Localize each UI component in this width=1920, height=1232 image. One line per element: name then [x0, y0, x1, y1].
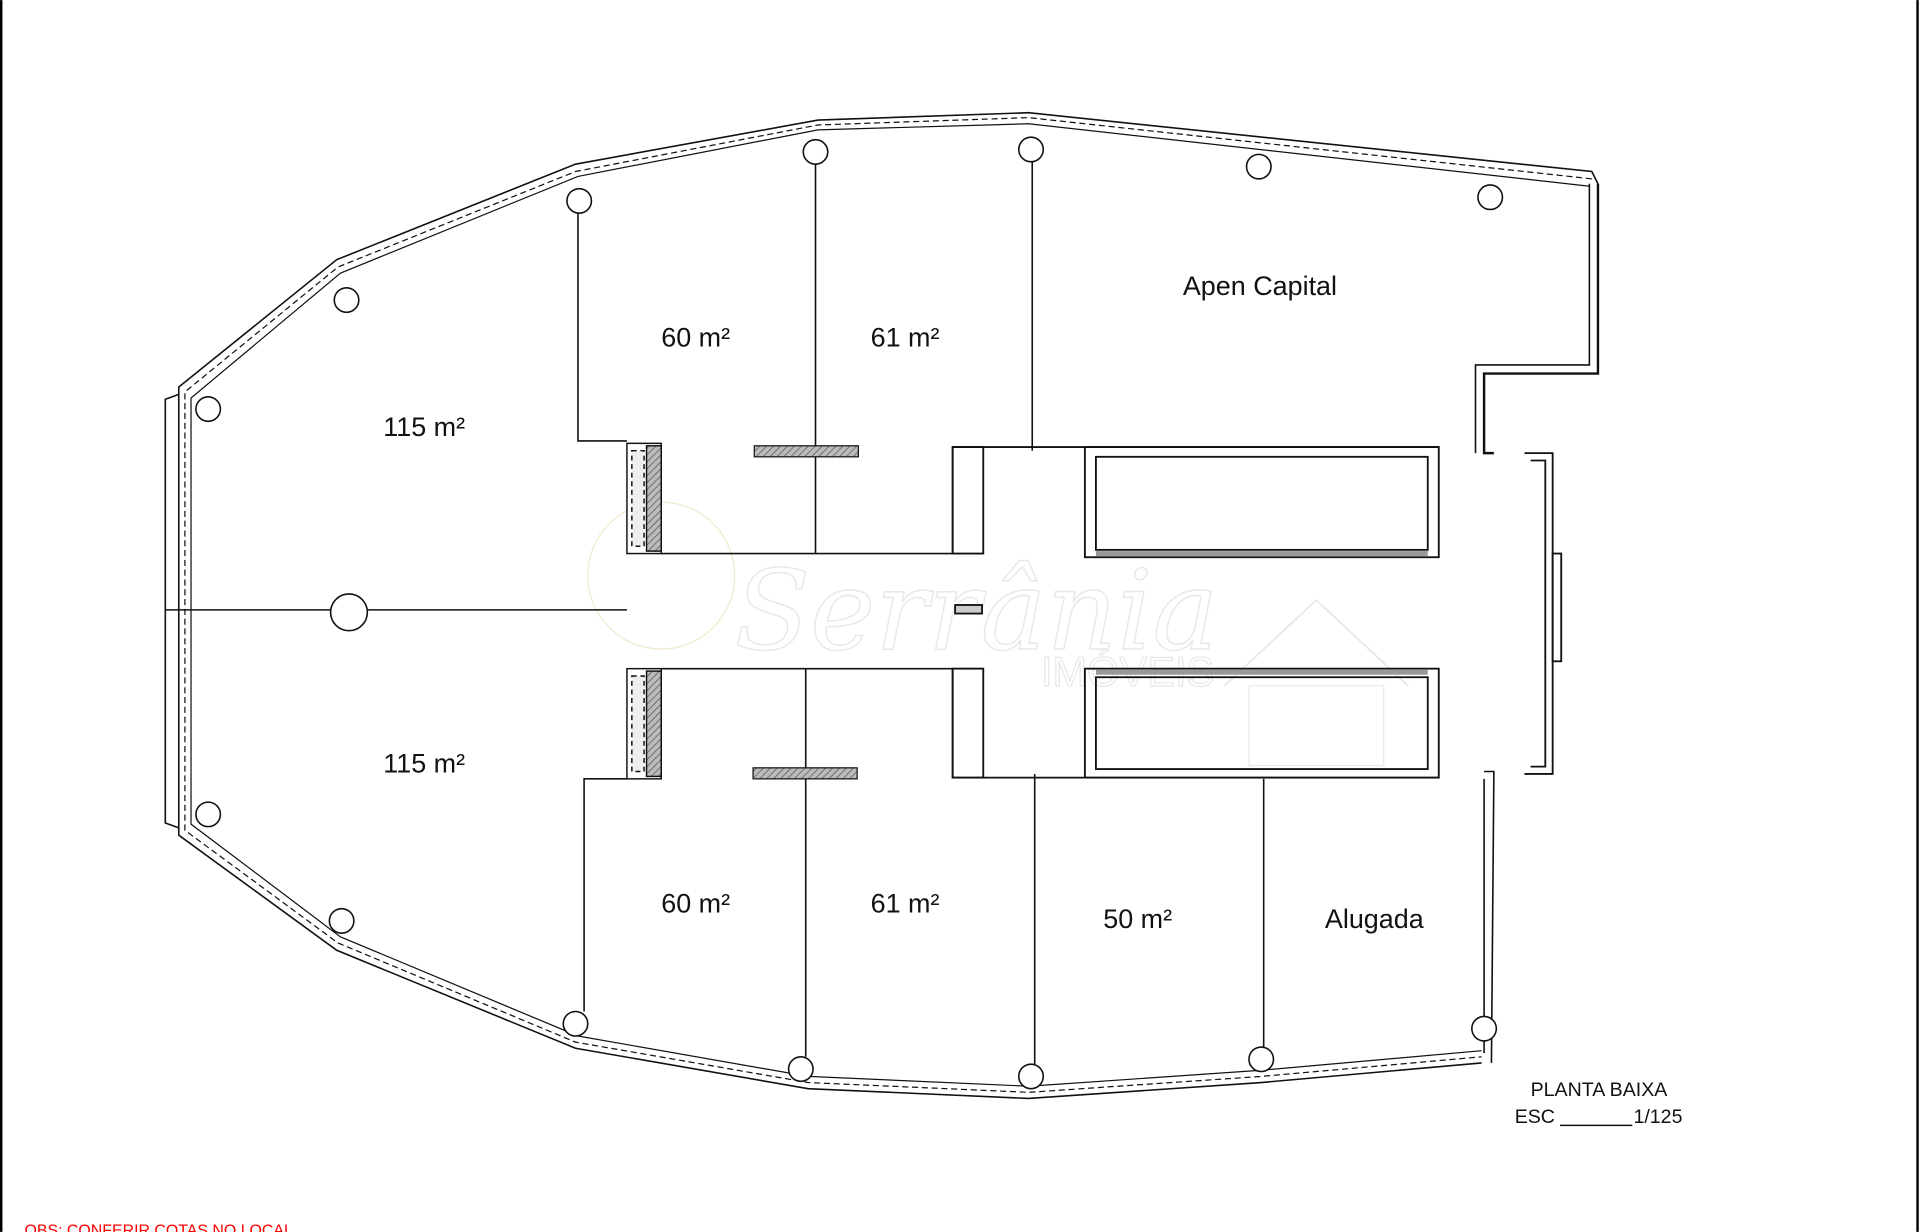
room-label: 61 m²: [871, 323, 940, 353]
column-icon: [1017, 1063, 1045, 1090]
column-icon: [562, 1010, 589, 1037]
shafts: [626, 442, 662, 780]
scale-value: 1/125: [1633, 1106, 1682, 1128]
column-icon: [328, 907, 355, 934]
column-icon: [566, 187, 593, 214]
room-label: 115 m²: [383, 412, 465, 442]
room-label: 115 m²: [383, 749, 465, 779]
column-icon: [787, 1056, 814, 1083]
room-label: 60 m²: [661, 323, 730, 353]
column-icon: [195, 801, 222, 828]
column-icon: [1248, 1046, 1275, 1073]
columns: [195, 136, 1504, 1090]
room-label: Alugada: [1325, 904, 1424, 934]
building-core: [951, 446, 1563, 779]
beam-top: [753, 445, 859, 458]
plan-title: PLANTA BAIXA: [1531, 1079, 1669, 1101]
column-icon: [1471, 1015, 1498, 1042]
column-icon: [329, 593, 369, 632]
note-text: OBS: CONFERIR COTAS NO LOCAL: [24, 1223, 293, 1232]
beam-bottom: [752, 767, 858, 780]
watermark-logo: Serrânia IMÓVEIS: [587, 501, 1409, 766]
column-icon: [1245, 153, 1272, 180]
column-icon: [1017, 136, 1045, 163]
room-label: 60 m²: [661, 888, 730, 918]
scale-prefix: ESC: [1515, 1106, 1555, 1128]
column-icon: [1477, 184, 1504, 211]
room-label: 50 m²: [1103, 904, 1172, 934]
room-label: 61 m²: [871, 888, 940, 918]
column-icon: [333, 287, 360, 314]
column-icon: [195, 396, 222, 423]
room-label: Apen Capital: [1183, 271, 1337, 301]
partitions: [165, 161, 1265, 1065]
column-icon: [802, 138, 829, 165]
